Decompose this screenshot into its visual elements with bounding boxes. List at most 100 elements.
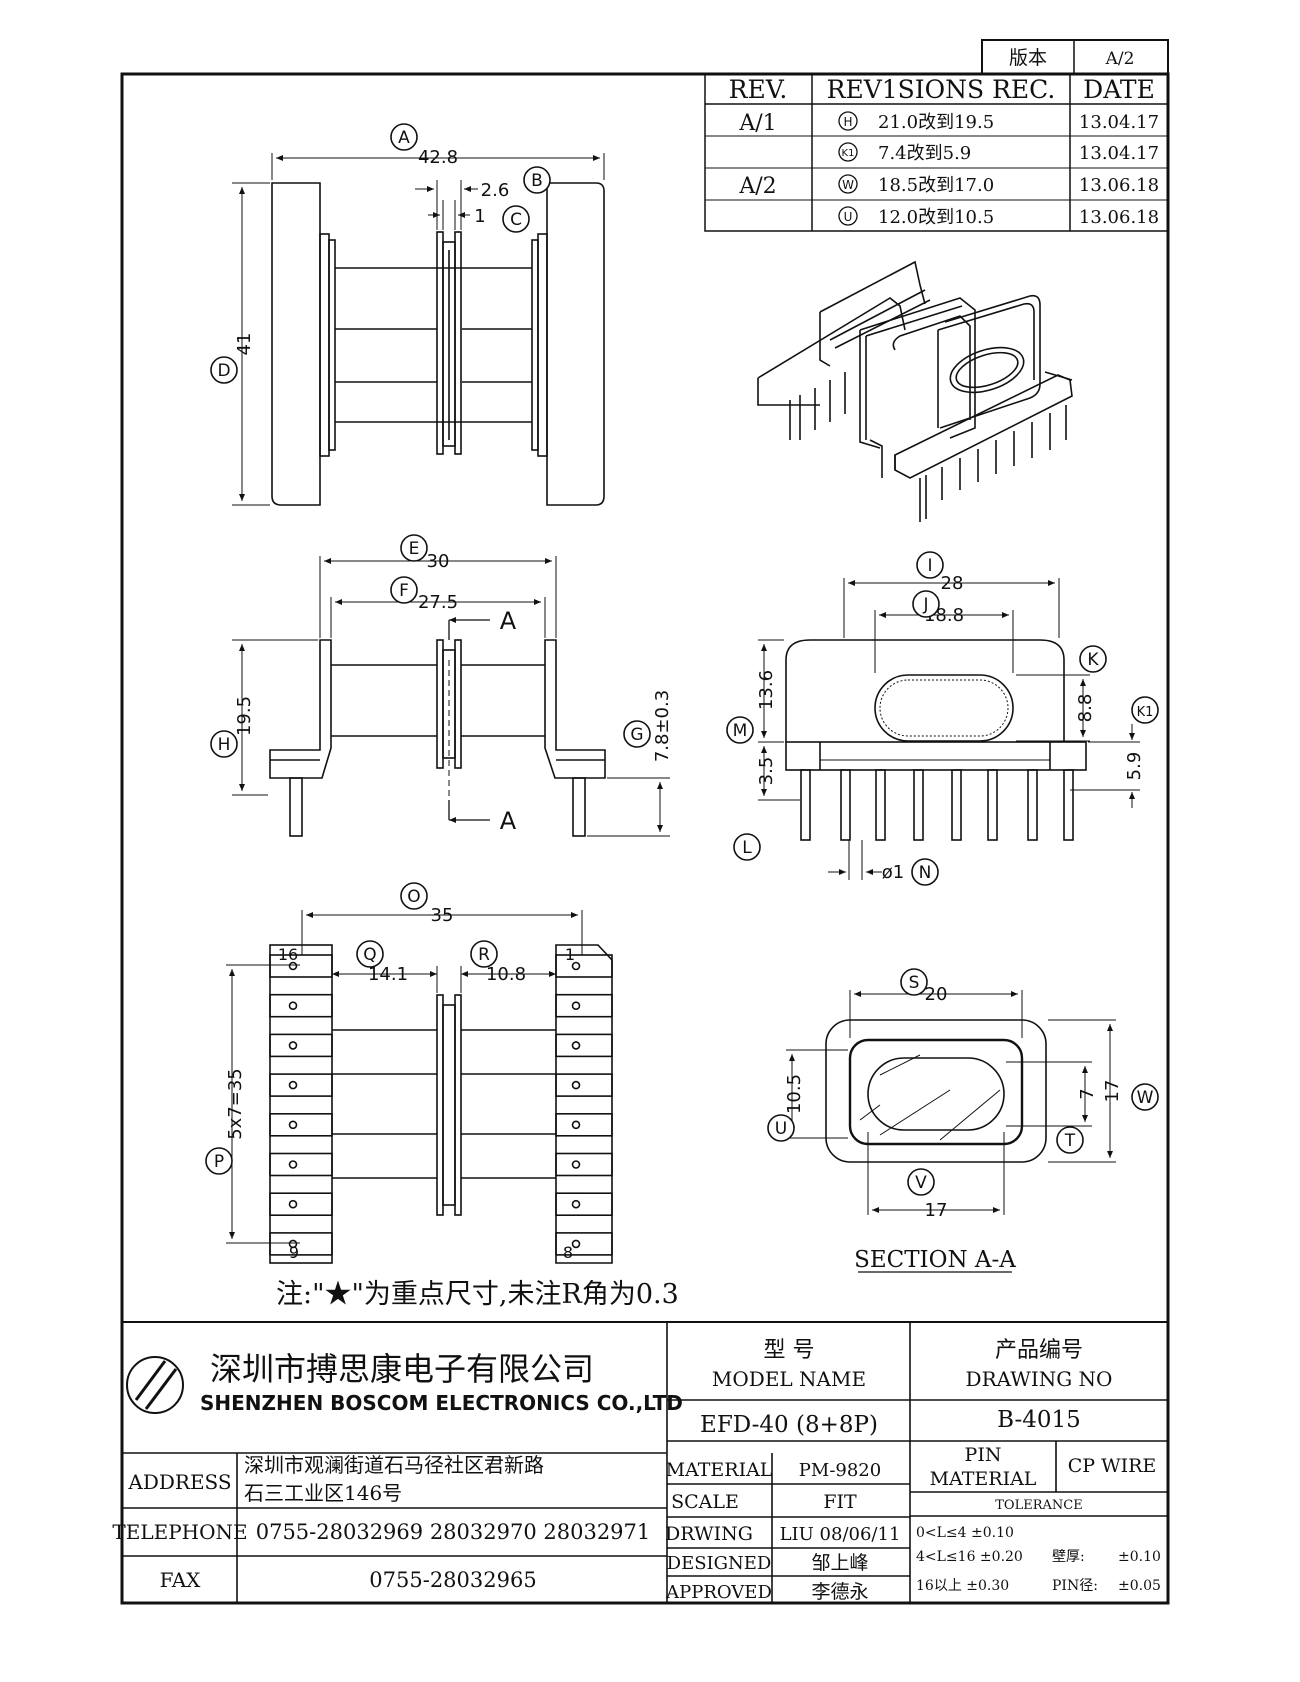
rev-row-1-date: 13.04.17 (1079, 112, 1159, 133)
approved-value: 李德永 (811, 1581, 868, 1603)
dim-N: ø1 (882, 862, 904, 883)
section-mark-top: A (500, 607, 517, 635)
dim-M: 13.6 (756, 670, 777, 710)
version-value: A/2 (1105, 49, 1135, 69)
svg-text:E: E (409, 539, 420, 559)
pin-hole (288, 1001, 298, 1011)
dim-C: 1 (474, 206, 485, 227)
revision-table: REV. REV1SIONS REC. DATE A/1 H 21.0改到19.… (704, 73, 1169, 232)
end-pin (840, 769, 851, 841)
svg-text:J: J (922, 595, 928, 615)
svg-text:K1: K1 (1137, 705, 1154, 720)
circle-label-i: I (916, 551, 944, 579)
designed-value: 邹上峰 (811, 1552, 868, 1574)
scale-value: FIT (823, 1491, 857, 1513)
pin-hole (288, 1239, 298, 1249)
tolerance-2: 4<L≤16 ±0.20 (916, 1549, 1023, 1565)
pin-8-label: 8 (563, 1243, 573, 1262)
circle-label-p: P (205, 1147, 233, 1175)
pin-material-value: CP WIRE (1068, 1455, 1157, 1477)
dim-F: 27.5 (418, 592, 458, 613)
svg-text:Q: Q (363, 945, 376, 965)
dim-V: 17 (925, 1200, 948, 1221)
designed-label: DESIGNED (667, 1553, 772, 1574)
tolerance-3: 16以上 ±0.30 (916, 1578, 1009, 1594)
wall-value: ±0.10 (1118, 1549, 1161, 1565)
end-pin (1027, 769, 1038, 841)
dim-O: 35 (431, 905, 454, 926)
svg-text:W: W (1137, 1088, 1154, 1108)
svg-text:I: I (927, 556, 932, 576)
end-pin (951, 769, 962, 841)
rev-row-2-date: 13.04.17 (1079, 143, 1159, 164)
end-pin (913, 769, 924, 841)
company-name-en: SHENZHEN BOSCOM ELECTRONICS CO.,LTD (200, 1391, 683, 1415)
material-label: MATERIAL (666, 1459, 773, 1481)
dim-P: 5x7=35 (225, 1068, 246, 1140)
model-value: EFD-40 (8+8P) (700, 1412, 878, 1438)
dim-U: 10.5 (784, 1074, 805, 1114)
dim-Q: 14.1 (368, 964, 408, 985)
circle-label-c: C (502, 205, 530, 233)
pin-hole (288, 1199, 298, 1209)
section-view (786, 990, 1116, 1273)
svg-text:A: A (398, 128, 410, 148)
bottom-view (226, 910, 613, 1264)
sheet-border (120, 72, 1170, 1605)
section-title: SECTION A-A (854, 1247, 1016, 1273)
circle-label-e: E (400, 534, 428, 562)
pin-pad (269, 1073, 333, 1097)
end-pin (987, 769, 998, 841)
pin-hole (571, 1199, 581, 1209)
pin-pad (269, 1232, 333, 1256)
circle-label-k1: K1 (1131, 696, 1159, 724)
circle-label-f: F (390, 576, 418, 604)
pin-pad (555, 1073, 613, 1097)
circle-label-q: Q (356, 940, 384, 968)
circle-label-u: U (767, 1114, 795, 1142)
dim-H: 19.5 (234, 696, 255, 736)
pin-pad (555, 1033, 613, 1058)
pin-pad (269, 993, 333, 1018)
svg-text:L: L (742, 838, 752, 858)
address-label: ADDRESS (127, 1470, 231, 1494)
rev-row-3-date: 13.06.18 (1079, 175, 1159, 196)
end-view (758, 578, 1140, 880)
telephone-value: 0755-28032969 28032970 28032971 (256, 1520, 651, 1544)
circle-label-b: B (523, 166, 551, 194)
end-pin (1063, 769, 1074, 841)
circle-label-o: O (400, 882, 428, 910)
circle-label-w: W (1131, 1083, 1159, 1111)
pin-hole (571, 1001, 581, 1011)
pin-hole (571, 1239, 581, 1249)
side-view (232, 556, 670, 837)
dim-I: 28 (941, 573, 964, 594)
scale-label: SCALE (671, 1491, 739, 1513)
fax-label: FAX (160, 1568, 202, 1592)
tolerance-1: 0<L≤4 ±0.10 (916, 1525, 1014, 1541)
pin-diameter-label: PIN径: (1052, 1578, 1098, 1594)
circle-label-k: K (1079, 645, 1107, 673)
pin-hole (288, 961, 298, 971)
pin-hole (288, 1080, 298, 1090)
end-pin (875, 769, 886, 841)
rev-row-4-text: 12.0改到10.5 (878, 207, 994, 228)
pin-pad (555, 993, 613, 1018)
dim-A: 42.8 (418, 147, 458, 168)
svg-text:T: T (1064, 1131, 1076, 1151)
pin-16-label: 16 (278, 945, 298, 964)
rev-row-3-rev: A/2 (738, 174, 776, 199)
address-line-2: 石三工业区146号 (244, 1481, 402, 1505)
rev-row-2-mark: K1 (842, 148, 855, 159)
top-view (232, 153, 605, 506)
circle-label-h: H (210, 730, 238, 758)
dim-T: 7 (1077, 1088, 1098, 1099)
dim-G: 7.8±0.3 (652, 690, 673, 762)
dim-B: 2.6 (481, 180, 510, 201)
rev-row-3-mark: W (842, 178, 854, 192)
pin-diameter-value: ±0.05 (1118, 1578, 1161, 1594)
material-value: PM-9820 (799, 1460, 881, 1481)
pin-material-label-1: PIN (965, 1444, 1002, 1466)
drawing-no-en: DRAWING NO (966, 1367, 1113, 1391)
